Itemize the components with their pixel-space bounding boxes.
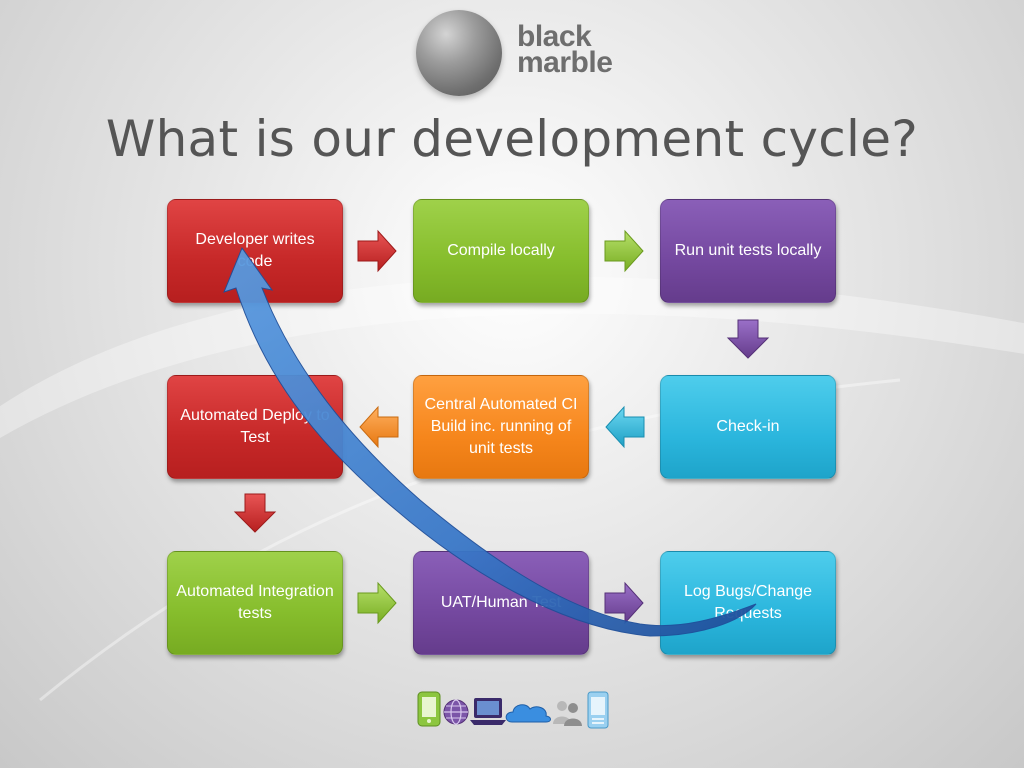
box-automated-deploy: Automated Deploy to Test — [167, 375, 343, 479]
arrow-right-green-2 — [357, 581, 397, 625]
arrow-right-green — [604, 229, 644, 273]
box-compile-locally: Compile locally — [413, 199, 589, 303]
arrow-right-red — [357, 229, 397, 273]
arrow-down-red — [233, 493, 277, 533]
footer-icons — [417, 691, 609, 729]
cloud-icon — [505, 704, 551, 723]
arrow-left-cyan — [605, 405, 645, 449]
box-integration-tests: Automated Integration tests — [167, 551, 343, 655]
box-label: Check-in — [716, 418, 780, 435]
laptop-icon — [470, 698, 506, 725]
box-log-bugs: Log Bugs/Change Requests — [660, 551, 836, 655]
arrow-right-purple — [604, 581, 644, 625]
box-developer-writes-code: Developer writes code — [167, 199, 343, 303]
people-icon — [553, 701, 582, 726]
box-label: Log Bugs/Change Requests — [683, 583, 813, 622]
box-label: Automated Deploy to Test — [180, 407, 330, 446]
box-label: UAT/Human Test — [440, 594, 562, 611]
mobile-device-icon — [587, 691, 609, 729]
box-check-in: Check-in — [660, 375, 836, 479]
box-central-ci-build: Central Automated CI Build inc. running … — [413, 375, 589, 479]
globe-icon — [443, 699, 469, 725]
box-uat: UAT/Human Test — [413, 551, 589, 655]
arrow-down-purple — [726, 319, 770, 359]
arrow-left-orange — [359, 405, 399, 449]
box-label: Run unit tests locally — [674, 242, 822, 259]
box-run-unit-tests: Run unit tests locally — [660, 199, 836, 303]
box-label: Central Automated CI Build inc. running … — [424, 396, 578, 457]
logo-line-2: marble — [517, 46, 613, 79]
marble-icon — [416, 10, 502, 96]
box-label: Developer writes code — [195, 231, 315, 270]
logo-line-1: black — [517, 20, 592, 53]
black-marble-logo: black marble — [414, 10, 634, 100]
phone-icon — [417, 691, 441, 727]
box-label: Automated Integration tests — [176, 583, 334, 622]
logo-text: black marble — [517, 20, 613, 79]
box-label: Compile locally — [447, 242, 555, 259]
slide-title: What is our development cycle? — [105, 110, 919, 168]
